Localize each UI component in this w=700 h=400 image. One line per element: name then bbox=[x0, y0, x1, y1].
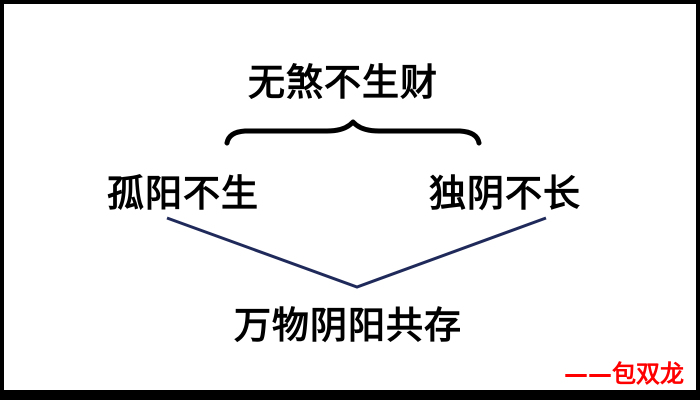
right-concept-label: 独阴不长 bbox=[429, 172, 581, 215]
diagram-canvas bbox=[4, 4, 696, 390]
left-concept-label: 孤阳不生 bbox=[107, 172, 259, 215]
bottom-concept-label: 万物阴阳共存 bbox=[234, 304, 462, 347]
curly-brace-icon bbox=[224, 119, 482, 146]
v-connector-lines bbox=[166, 216, 547, 289]
author-signature: ——包双龙 bbox=[564, 360, 684, 388]
top-concept-label: 无煞不生财 bbox=[248, 61, 438, 104]
